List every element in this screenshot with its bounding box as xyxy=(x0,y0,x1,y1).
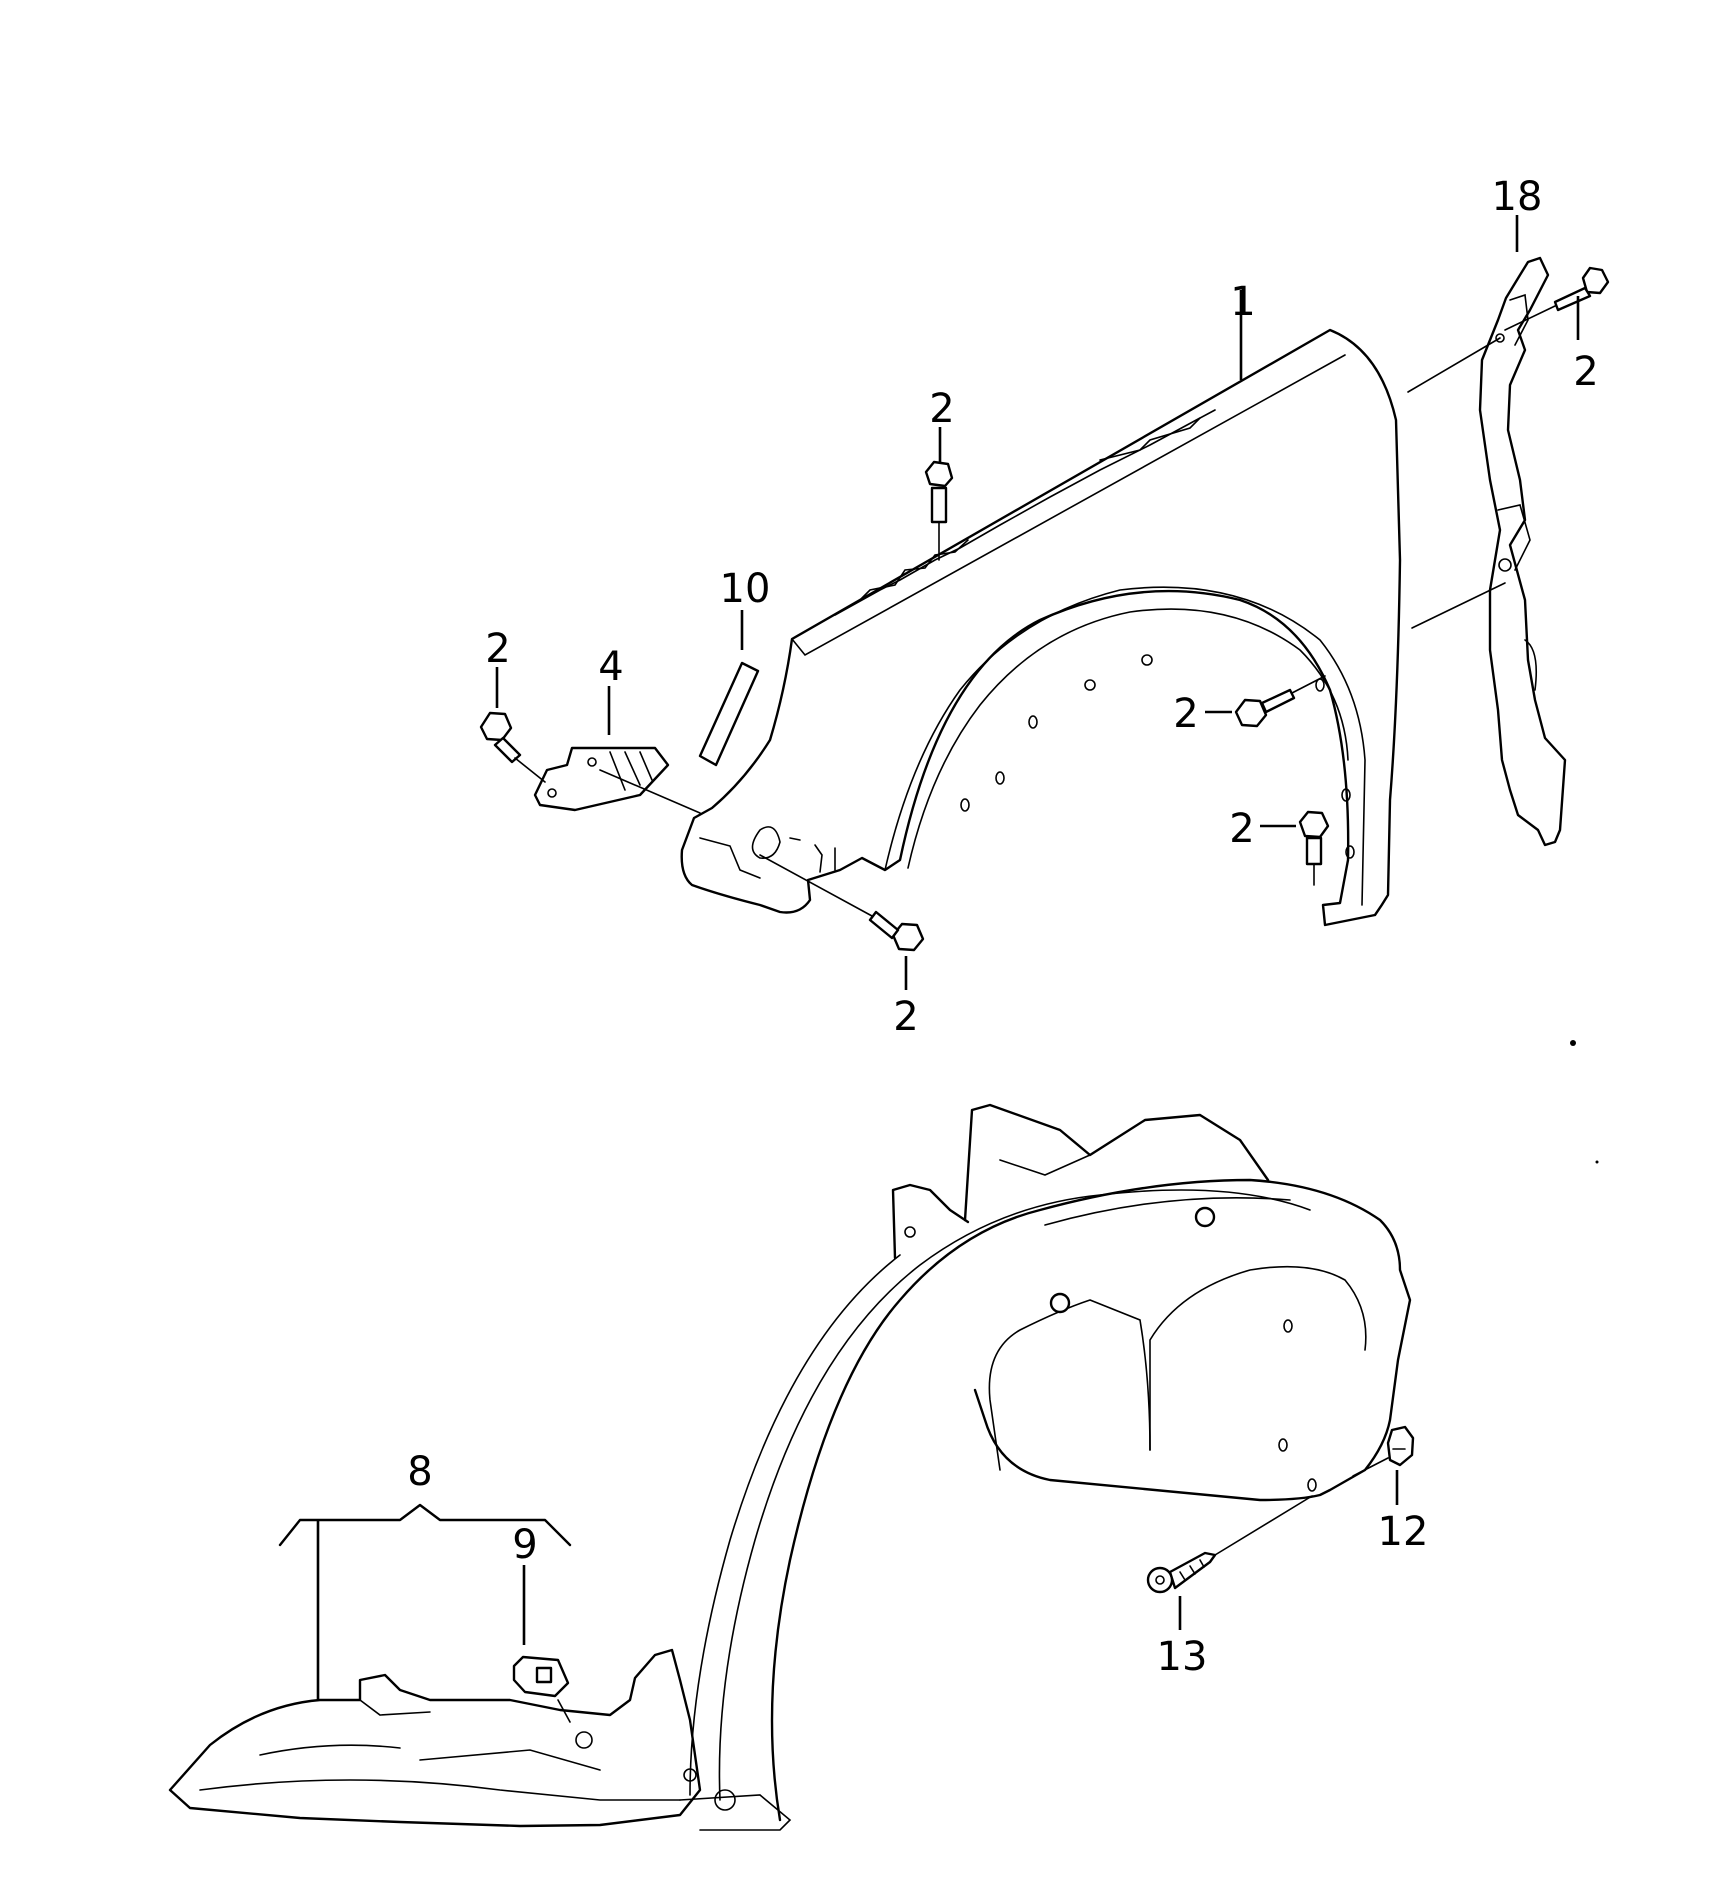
screw-part-13 xyxy=(1146,1495,1313,1594)
strip-part-10 xyxy=(698,661,760,767)
bolt-bottom-center xyxy=(759,854,925,952)
callout-2-left: 2 xyxy=(485,626,510,672)
callout-8: 8 xyxy=(407,1449,432,1495)
speck xyxy=(1570,1040,1576,1046)
callout-labels: 18 1 2 2 10 2 4 2 2 2 8 9 12 13 xyxy=(407,174,1598,1680)
callout-2-top-center: 2 xyxy=(929,386,954,432)
bolt-top-right xyxy=(1504,266,1610,331)
callout-2-bottom-center: 2 xyxy=(893,994,918,1040)
callout-9: 9 xyxy=(512,1522,537,1568)
callout-2-right-lower: 2 xyxy=(1229,806,1254,852)
clip-nut-part-9 xyxy=(512,1655,571,1723)
leader-lines xyxy=(278,215,1580,1700)
bolt-right-lower xyxy=(1298,810,1330,886)
fender-part-1 xyxy=(680,328,1402,927)
clip-part-12 xyxy=(1352,1425,1415,1477)
callout-1: 1 xyxy=(1230,279,1255,325)
callout-2-top-right: 2 xyxy=(1573,349,1598,395)
bolt-right-upper xyxy=(1234,675,1326,728)
bracket-part-18 xyxy=(1407,256,1567,847)
callout-2-right-upper: 2 xyxy=(1173,691,1198,737)
bolt-top-center xyxy=(924,460,954,561)
speck xyxy=(1595,1160,1599,1164)
callout-10: 10 xyxy=(720,566,771,612)
callout-13: 13 xyxy=(1157,1634,1208,1680)
wheel-liner-part-8 xyxy=(168,1103,1412,1831)
bolt-left xyxy=(479,711,546,783)
callout-12: 12 xyxy=(1378,1509,1429,1555)
callout-18: 18 xyxy=(1492,174,1543,220)
bracket-part-4 xyxy=(533,746,701,814)
callout-4: 4 xyxy=(598,644,623,690)
